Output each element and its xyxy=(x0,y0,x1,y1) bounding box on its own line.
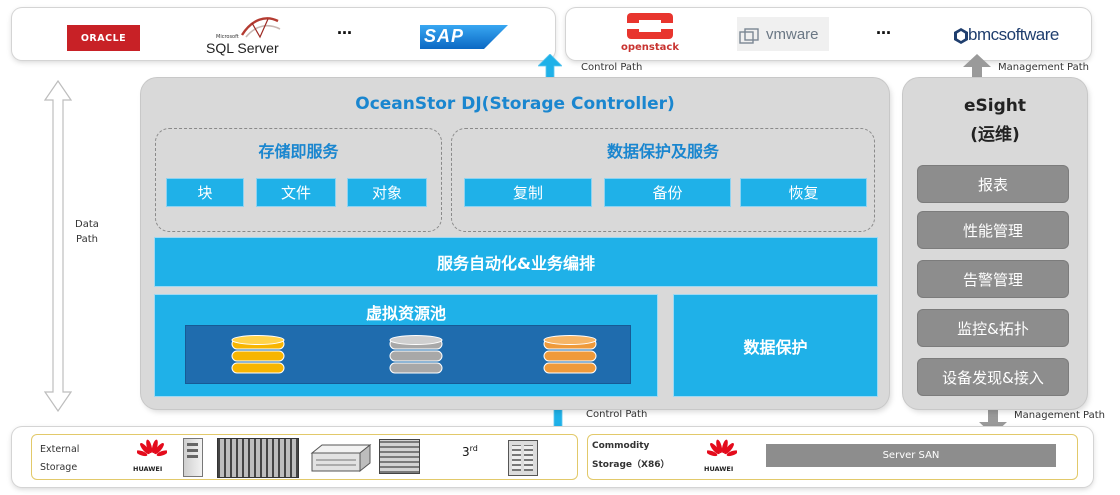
object-service-chip[interactable]: 对象 xyxy=(348,179,426,206)
service-automation-band[interactable]: 服务自动化&业务编排 xyxy=(155,238,877,286)
bmc-cube-icon xyxy=(954,28,968,44)
openstack-label: openstack xyxy=(621,42,679,53)
server-san-bar[interactable]: Server SAN xyxy=(766,444,1056,467)
sql-server-logo: Microsoft SQL Server xyxy=(202,13,284,57)
esight-alarm-button[interactable]: 告警管理 xyxy=(918,261,1068,297)
disk-enclosure-icon xyxy=(310,443,372,473)
database-disk-icon xyxy=(231,335,285,374)
esight-discovery-button[interactable]: 设备发现&接入 xyxy=(918,359,1068,395)
data-path-arrow-icon xyxy=(44,80,72,412)
tower-server-icon xyxy=(183,438,203,477)
storage-service-group xyxy=(155,128,442,232)
vmware-squares-icon xyxy=(739,28,759,44)
replication-chip[interactable]: 复制 xyxy=(465,179,591,206)
apps-left-ellipsis: … xyxy=(337,20,352,38)
control-path-bottom-label: Control Path xyxy=(586,409,648,420)
data-protection-block[interactable]: 数据保护 xyxy=(674,295,877,396)
vmware-logo: vmware xyxy=(737,17,829,51)
oracle-logo: ORACLE xyxy=(67,25,140,51)
virtual-resource-pool-title: 虚拟资源池 xyxy=(365,304,446,323)
control-path-top-label: Control Path xyxy=(581,62,643,73)
huawei-logo-icon xyxy=(707,439,737,457)
esight-subtitle: (运维) xyxy=(970,125,1020,145)
file-service-chip[interactable]: 文件 xyxy=(257,179,335,206)
third-party-label: 3rd xyxy=(462,444,478,459)
third-party-storage-icon xyxy=(508,440,538,476)
huawei-label-left: HUAWEI xyxy=(133,465,163,473)
sap-logo-shape-icon xyxy=(420,25,508,49)
huawei-label-right: HUAWEI xyxy=(704,465,734,473)
data-path-label-line1: Data xyxy=(75,219,99,230)
data-path-label-line2: Path xyxy=(76,234,98,245)
management-path-bottom-label: Management Path xyxy=(1014,410,1106,421)
commodity-storage-label-line2: Storage（X86） xyxy=(592,460,670,470)
storage-controller-title: OceanStor DJ(Storage Controller) xyxy=(355,94,675,114)
sql-server-label: SQL Server xyxy=(206,40,279,56)
esight-reports-button[interactable]: 报表 xyxy=(918,166,1068,202)
apps-box-left: ORACLE Microsoft SQL Server … SAP xyxy=(12,8,555,60)
bmc-software-logo: bmcsoftware xyxy=(954,25,1074,49)
rack-unit-icon xyxy=(379,439,420,474)
storage-service-title: 存储即服务 xyxy=(258,142,339,161)
block-service-chip[interactable]: 块 xyxy=(167,179,243,206)
sap-logo: SAP xyxy=(420,25,508,49)
esight-performance-button[interactable]: 性能管理 xyxy=(918,212,1068,248)
sap-label: SAP xyxy=(424,26,465,46)
database-disk-icon xyxy=(389,335,443,374)
external-storage-box xyxy=(31,434,578,480)
sql-server-swirl-icon xyxy=(240,17,281,39)
huawei-logo-icon xyxy=(137,439,167,457)
esight-title: eSight xyxy=(964,96,1026,116)
apps-box-right: openstack vmware … bmcsoftware xyxy=(566,8,1091,60)
vmware-label: vmware xyxy=(766,26,819,43)
esight-topology-button[interactable]: 监控&拓扑 xyxy=(918,310,1068,346)
commodity-storage-label-line1: Commodity xyxy=(592,441,650,451)
openstack-logo: openstack xyxy=(614,12,694,58)
backup-chip[interactable]: 备份 xyxy=(605,179,730,206)
bmc-software-label: bmcsoftware xyxy=(968,25,1059,44)
external-storage-label-line2: Storage xyxy=(40,462,78,473)
protection-service-group xyxy=(451,128,875,232)
storage-rack-array-icon xyxy=(217,438,299,478)
apps-right-ellipsis: … xyxy=(876,20,891,38)
openstack-cube-icon xyxy=(627,13,673,39)
management-path-top-label: Management Path xyxy=(998,62,1090,73)
protection-service-title: 数据保护及服务 xyxy=(606,142,719,161)
sql-server-microsoft-label: Microsoft xyxy=(216,34,239,40)
database-disk-icon xyxy=(543,335,597,374)
external-storage-label-line1: External xyxy=(40,444,80,455)
restore-chip[interactable]: 恢复 xyxy=(741,179,866,206)
